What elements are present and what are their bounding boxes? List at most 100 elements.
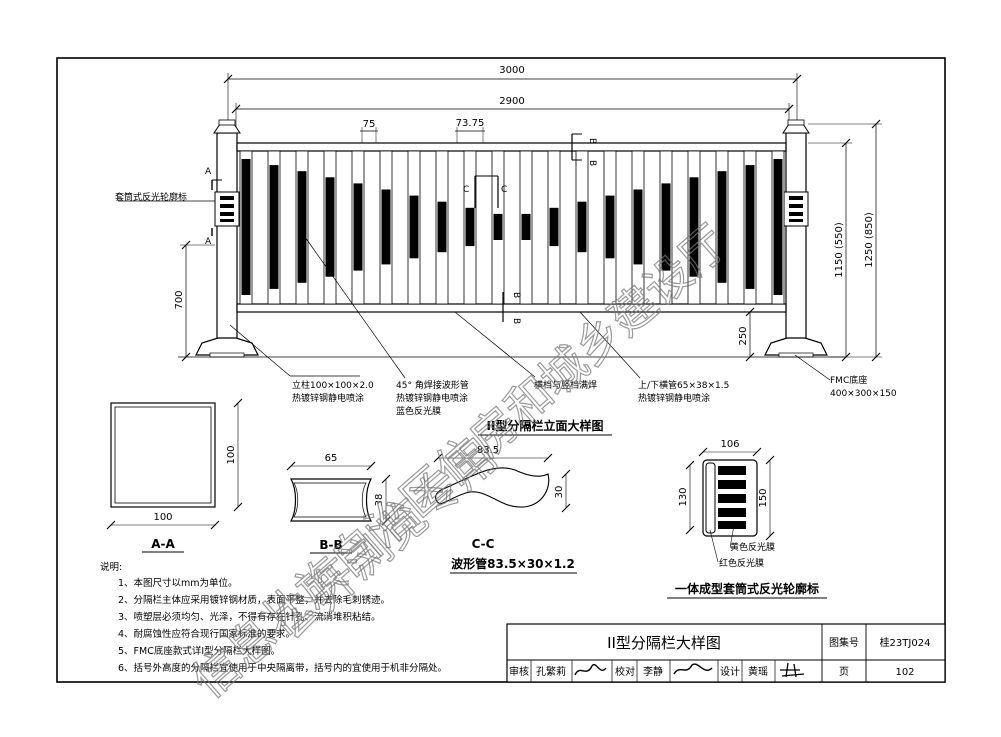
notes: 说明: 1、本图尺寸以mm为单位。 2、分隔栏主体应采用镀锌钢材质，表面平整，并… <box>100 561 447 674</box>
svg-text:A: A <box>205 167 212 177</box>
svg-text:孔繁莉: 孔繁莉 <box>536 665 566 678</box>
callout-rail-2: 热镀锌钢静电喷涂 <box>638 392 710 404</box>
title-block: II型分隔栏大样图 图集号 桂23TJ024 审核 孔繁莉 校对 李静 设计 黄… <box>506 623 946 683</box>
reflective-strip <box>437 201 447 253</box>
note-item: 5、FMC底座款式详I型分隔栏大样图。 <box>118 645 280 657</box>
svg-text:B: B <box>587 160 597 166</box>
callout-post-2: 热镀锌钢静电喷涂 <box>292 392 364 404</box>
section-mark-b: B B <box>571 133 597 166</box>
svg-text:65: 65 <box>325 453 338 464</box>
reflective-strip <box>269 165 279 289</box>
reflective-strip <box>633 189 643 265</box>
reflective-strip <box>605 195 615 259</box>
top-rail <box>236 142 787 152</box>
dim-bottom-gap: 250 <box>738 326 749 345</box>
page-number: 102 <box>895 667 914 678</box>
svg-text:100: 100 <box>226 445 237 464</box>
reflective-strip <box>325 177 335 277</box>
dim-height-2: 1250 (850) <box>864 212 875 268</box>
svg-text:A: A <box>205 237 212 247</box>
note-item: 6、括号外高度的分隔栏宜使用于中央隔离带，括号内的宜使用于机非分隔处。 <box>118 662 447 674</box>
svg-text:150: 150 <box>758 488 769 507</box>
callout-base-1: FMC底座 <box>830 374 867 386</box>
svg-text:页: 页 <box>839 666 849 678</box>
svg-text:红色反光膜: 红色反光膜 <box>719 557 764 569</box>
vertical-bars <box>239 150 785 305</box>
callout-wave-3: 蓝色反光膜 <box>396 405 441 417</box>
notes-heading: 说明: <box>100 561 122 573</box>
elevation-view: 3000 2900 75 73.75 <box>115 65 897 436</box>
svg-text:B: B <box>587 138 597 144</box>
atlas-number: 桂23TJ024 <box>880 636 931 649</box>
callout-wave-1: 45° 角焊接波形管 <box>396 379 469 391</box>
svg-text:C: C <box>463 185 469 195</box>
svg-text:130: 130 <box>678 487 689 506</box>
right-post <box>785 132 807 342</box>
dim-height-left: 700 <box>174 290 185 309</box>
reflective-strip <box>549 207 559 247</box>
reflective-strip <box>577 201 587 253</box>
left-base <box>195 337 259 356</box>
svg-text:38: 38 <box>374 494 385 507</box>
left-post <box>216 132 238 342</box>
note-item: 3、喷塑层必须均匀、光泽，不得有存在针孔、流淌堆积粘结。 <box>118 611 381 623</box>
reflective-strip <box>493 213 503 240</box>
note-item: 4、耐腐蚀性应符合现行国家标准的要求。 <box>118 628 295 640</box>
reflector-detail-title: 一体成型套筒式反光轮廓标 <box>675 581 819 596</box>
section-cc-subtitle: 波形管83.5×30×1.2 <box>451 556 575 571</box>
reflective-strip <box>773 159 783 295</box>
post-reflector-left <box>214 191 240 227</box>
section-cc: 83.5 30 C-C 波形管83.5×30×1.2 <box>433 445 577 574</box>
svg-text:校对: 校对 <box>615 665 635 678</box>
review-signature <box>574 663 607 676</box>
right-base <box>764 337 828 356</box>
svg-text:106: 106 <box>720 439 739 450</box>
design-signature <box>780 662 805 678</box>
svg-text:C: C <box>501 185 507 195</box>
section-mark-c: C C <box>463 175 507 208</box>
note-item: 2、分隔栏主体应采用镀锌钢材质，表面平整，并去除毛刺锈迹。 <box>118 594 390 606</box>
drawing-title: II型分隔栏大样图 <box>607 634 721 652</box>
section-bb-title: B-B <box>319 538 342 552</box>
elevation-title: II型分隔栏立面大样图 <box>487 418 604 433</box>
reflective-strip <box>409 195 419 259</box>
svg-text:黄瑶: 黄瑶 <box>748 665 768 678</box>
reflective-strip <box>381 189 391 265</box>
section-cc-title: C-C <box>472 537 495 551</box>
svg-text:100: 100 <box>153 512 172 523</box>
reflective-strip <box>717 171 727 283</box>
callout-leaders <box>118 200 831 381</box>
check-signature <box>673 663 713 675</box>
reflective-strip <box>661 183 671 271</box>
callout-reflector: 套筒式反光轮廓标 <box>115 191 187 203</box>
section-bb: 65 38 B-B <box>286 453 391 554</box>
svg-text:黄色反光膜: 黄色反光膜 <box>730 541 775 553</box>
callout-post-1: 立柱100×100×2.0 <box>292 379 374 391</box>
dim-height-1: 1150 (550) <box>834 222 845 278</box>
sheet-border <box>56 57 946 683</box>
dim-bar-pitch: 73.75 <box>456 118 485 129</box>
svg-text:B: B <box>511 318 521 324</box>
callout-wave-2: 热镀锌钢静电喷涂 <box>396 392 468 404</box>
note-item: 1、本图尺寸以mm为单位。 <box>118 577 238 589</box>
svg-text:审核: 审核 <box>509 665 529 678</box>
reflective-strip <box>745 165 755 289</box>
reflector-detail: 106 130 150 黄色反光膜 红色反光膜 一体成型套筒式反光轮廓标 <box>667 439 827 599</box>
dim-bar-width: 75 <box>363 119 376 130</box>
reflective-strip <box>353 183 363 271</box>
section-aa-title: A-A <box>151 537 175 551</box>
section-mark-b-lower: B B <box>502 292 521 324</box>
dim-inner-width: 2900 <box>499 96 524 107</box>
svg-text:图集号: 图集号 <box>829 636 859 649</box>
post-reflector-right <box>783 191 809 227</box>
svg-text:设计: 设计 <box>720 665 740 678</box>
reflective-strip <box>241 159 251 295</box>
section-mark-a: A A <box>205 167 222 247</box>
reflective-strip <box>465 207 475 247</box>
reflective-strip <box>297 171 307 283</box>
dim-total-width: 3000 <box>499 65 524 76</box>
svg-text:李静: 李静 <box>643 665 663 678</box>
reflective-strip <box>689 177 699 277</box>
svg-text:30: 30 <box>554 486 565 499</box>
